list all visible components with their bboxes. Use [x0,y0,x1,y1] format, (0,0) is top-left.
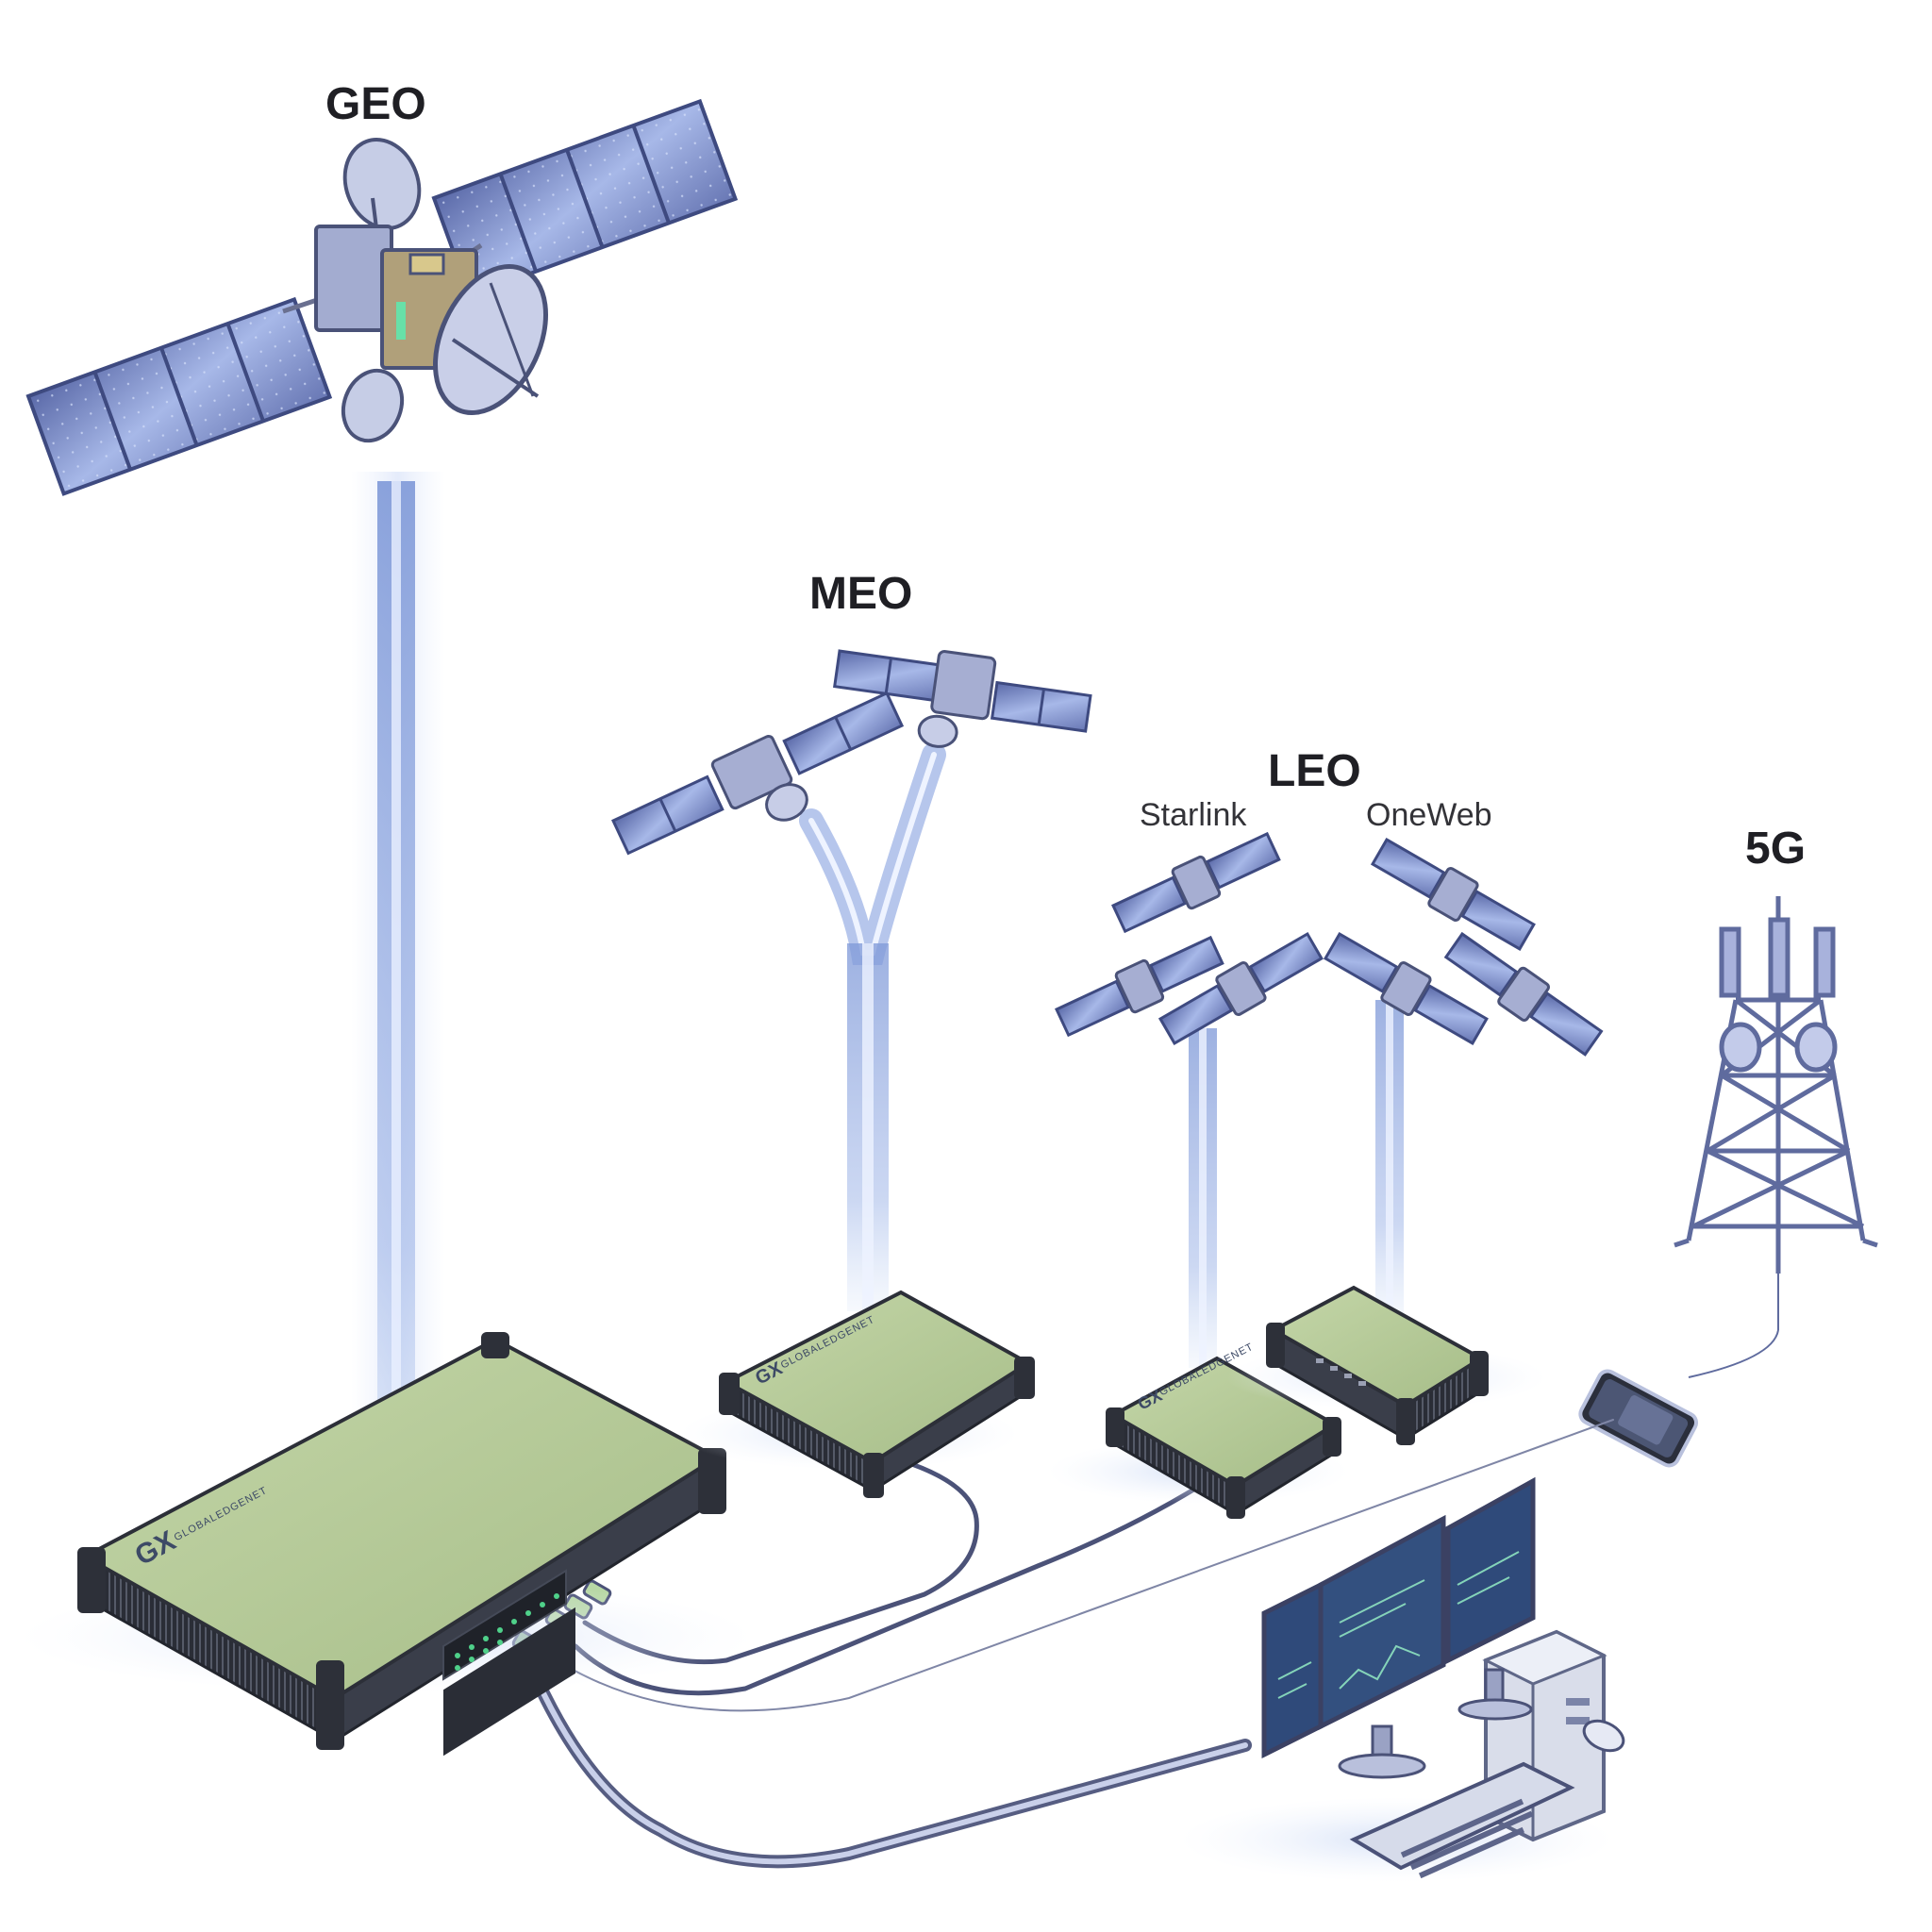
geo-satellite-icon [25,98,739,496]
oneweb-terminal [1226,1285,1547,1445]
starlink-terminal: GX GLOBALEDGENET [1047,1341,1349,1519]
leo-satellite-icon [1055,935,1224,1038]
oneweb-label: OneWeb [1366,797,1492,833]
meo-satellite-icon [611,649,1092,856]
main-router: GX GLOBALEDGENET [19,1332,755,1757]
geo-label: GEO [325,79,426,129]
status-leds [455,1593,559,1671]
cell-tower-icon [1674,896,1878,1378]
signal-beams [351,472,1404,1585]
meo-label: MEO [809,569,912,619]
mouse-icon [1582,1719,1625,1753]
starlink-satellites [1055,831,1324,1046]
meo-terminal: GX GLOBALEDGENET [679,1290,1035,1498]
keyboard-icon [1349,1761,1575,1871]
smartphone-icon [1578,1369,1699,1468]
fiveg-label: 5G [1745,824,1806,874]
workstation-icon [1179,1476,1625,1882]
leo-satellite-icon [1111,831,1281,934]
leo-satellite-icon [1370,837,1536,952]
leo-satellite-icon [1443,931,1604,1057]
starlink-label: Starlink [1140,797,1247,833]
leo-satellite-icon [1158,931,1324,1046]
leo-satellite-icon [1323,931,1489,1046]
oneweb-satellites [1323,837,1604,1057]
leo-label: LEO [1268,746,1361,796]
